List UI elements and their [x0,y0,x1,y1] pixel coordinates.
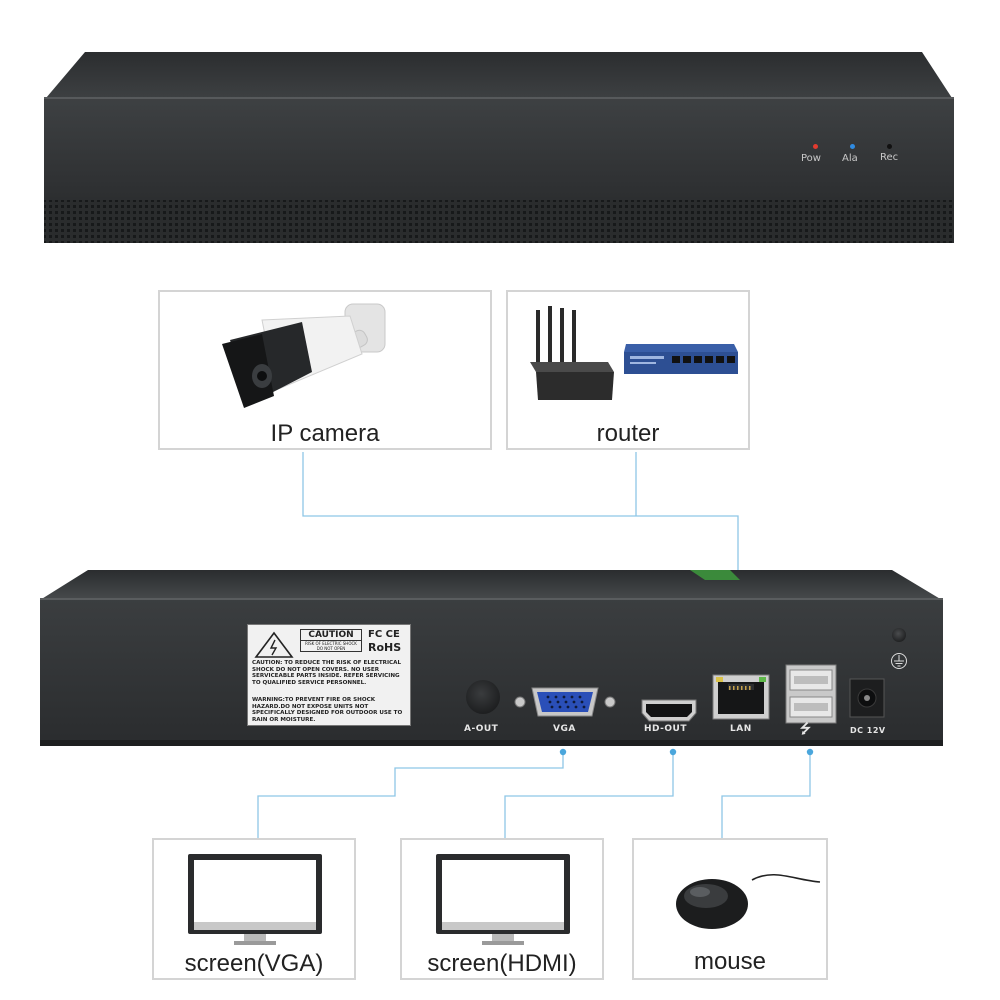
lan-label: LAN [730,724,752,734]
dc-label: DC 12V [850,726,886,735]
indicator-pow-label: Pow [801,153,821,164]
mouse-icon [676,873,821,929]
caution-title: CAUTION [301,630,361,641]
monitor-icon [188,854,322,945]
connector-vga-screen [257,752,564,840]
ground-screw [892,628,906,642]
caution-block: CAUTION RISK OF ELECTRIC SHOCK DO NOT OP… [300,629,362,652]
screen-hdmi-label: screen(HDMI) [427,950,577,977]
indicator-rec-led [887,144,892,149]
hdmi-port[interactable] [641,699,697,723]
router-box: router [506,290,750,450]
screen-vga-label: screen(VGA) [184,950,324,977]
nvr-front-body [44,52,954,243]
monitor-icon [436,854,570,945]
hdout-label: HD-OUT [644,724,688,734]
caution-sub2: DO NOT OPEN [316,646,346,651]
ground-icon [891,653,907,669]
indicator-rec-label: Rec [880,152,899,163]
connector-usb-mouse [721,752,811,840]
screen-hdmi-box: screen(HDMI) [400,838,604,980]
router-icon [530,306,738,400]
lan-port[interactable] [712,674,770,720]
screen-vga-box: screen(VGA) [152,838,356,980]
indicator-ala-led [850,144,855,149]
fc-ce-mark: FC CE [368,629,400,640]
electric-hazard-icon [254,631,294,658]
aout-port[interactable] [466,680,500,714]
router-label: router [596,420,660,447]
indicator-ala-label: Ala [842,153,858,164]
caution-sub1: RISK OF ELECTRIC SHOCK [305,641,357,646]
usb-icon: ⭍ [800,722,812,737]
sticker-warning-1: CAUTION: TO REDUCE THE RISK OF ELECTRICA… [252,660,402,686]
connector-hdmi-screen [504,752,674,840]
ip-camera-box: IP camera [158,290,492,450]
vga-port[interactable] [510,682,620,722]
indicator-pow-led [813,144,818,149]
sticker-warning-2: WARNING:TO PREVENT FIRE OR SHOCK HAZARD.… [252,697,403,723]
mouse-label: mouse [693,948,767,975]
vga-label: VGA [553,724,576,734]
ip-camera-label: IP camera [270,420,380,447]
usb-ports[interactable] [785,664,837,724]
nvr-front-panel: Pow Ala Rec [0,0,1000,260]
ip-camera-icon [222,303,386,408]
warning-sticker: CAUTION RISK OF ELECTRIC SHOCK DO NOT OP… [247,624,411,726]
mouse-box: mouse [632,838,828,980]
rohs-mark: RoHS [368,641,402,654]
nvr-rear-panel: A-OUT VGA HD-OUT LAN ⭍ DC 12V [0,560,1000,760]
aout-label: A-OUT [464,724,499,734]
dc-power-port[interactable] [849,678,885,718]
